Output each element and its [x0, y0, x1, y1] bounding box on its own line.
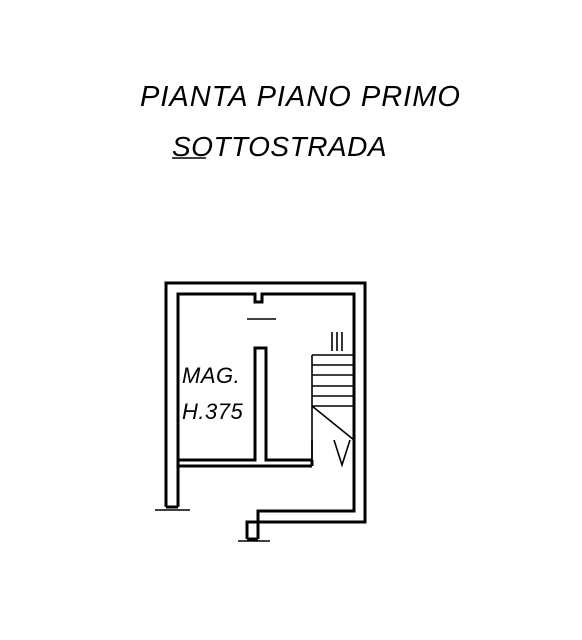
staircase [311, 332, 355, 468]
interior-partition [178, 346, 314, 468]
room-height: H.375 [182, 399, 243, 424]
outer-walls [155, 281, 367, 542]
room-name: MAG. [182, 363, 240, 388]
plan-title: PIANTA PIANO PRIMO [140, 81, 461, 113]
plan-subtitle: SOTTOSTRADA [172, 131, 387, 162]
